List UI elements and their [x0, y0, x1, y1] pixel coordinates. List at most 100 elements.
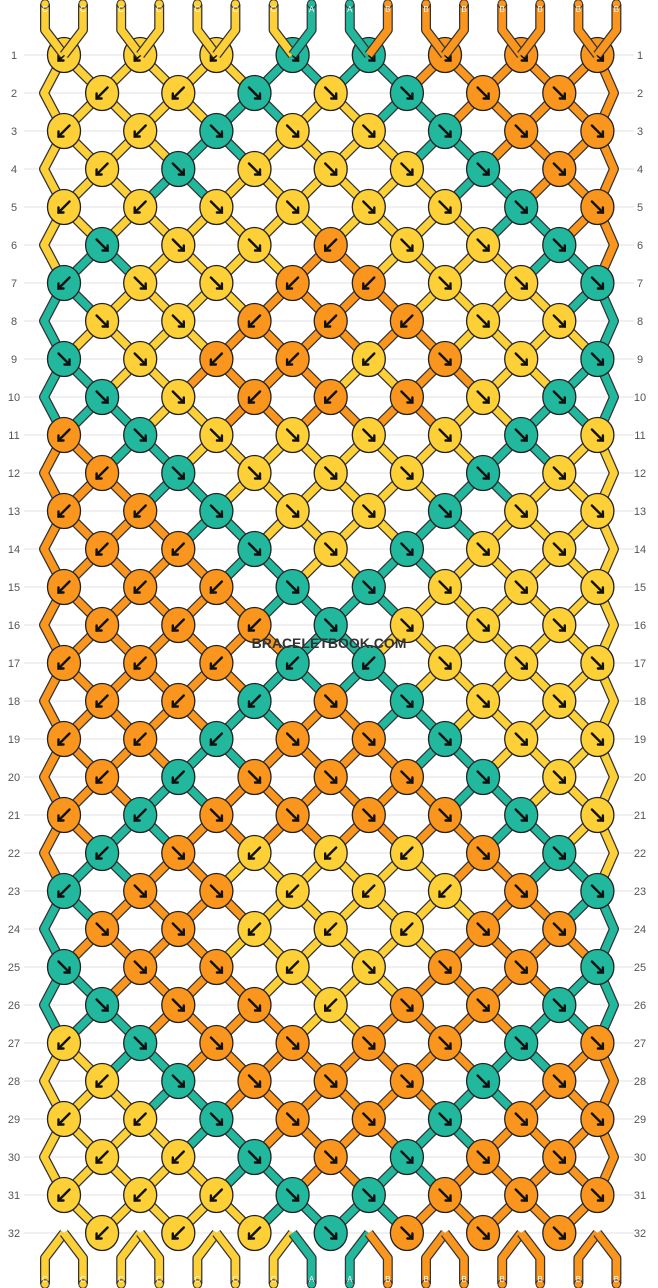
- arrow-head-icon: [558, 624, 566, 632]
- arrow-down-right-icon: [247, 238, 262, 252]
- knot: [580, 492, 615, 530]
- arrow-down-left-icon: [95, 1150, 109, 1164]
- arrow-down-left-icon: [57, 808, 71, 822]
- arrow-head-icon: [95, 168, 103, 176]
- arrow-head-icon: [209, 586, 218, 594]
- arrow-down-left-icon: [171, 86, 186, 100]
- knot: [542, 74, 577, 112]
- arrow-down-left-icon: [133, 1112, 147, 1126]
- knot: [465, 910, 501, 948]
- arrow-down-right-icon: [590, 1036, 605, 1050]
- knot: [351, 1024, 386, 1062]
- knot: [427, 416, 463, 454]
- thread-end: [193, 4, 220, 58]
- arrow-down-right-icon: [400, 618, 414, 632]
- row-number-right: 20: [634, 772, 646, 784]
- arrow-head-icon: [324, 320, 332, 328]
- thread-letter: C: [156, 1275, 162, 1284]
- knot: [351, 112, 386, 150]
- arrow-head-icon: [253, 1004, 262, 1012]
- knot: [389, 986, 425, 1024]
- thread-end: [346, 1230, 372, 1284]
- arrow-head-icon: [95, 624, 103, 632]
- arrow-down-left-icon: [247, 1226, 262, 1240]
- knot: [542, 1062, 577, 1100]
- arrow-down-right-icon: [590, 124, 605, 138]
- knot: [313, 1138, 348, 1176]
- arrow-down-left-icon: [133, 580, 147, 594]
- arrow-head-icon: [520, 662, 528, 670]
- arrow-head-icon: [444, 282, 452, 290]
- arrow-head-icon: [171, 92, 179, 100]
- knot: [465, 682, 501, 720]
- arrow-down-left-icon: [95, 694, 109, 708]
- thread-end: [137, 4, 163, 58]
- row-number-left: 25: [8, 962, 20, 974]
- knot: [465, 834, 501, 872]
- knot: [199, 568, 234, 606]
- knot: [46, 872, 82, 910]
- arrow-head-icon: [57, 738, 65, 746]
- row-number-right: 24: [634, 924, 646, 936]
- knot: [123, 568, 158, 606]
- thread-tip: [383, 1279, 393, 1288]
- knot: [46, 948, 82, 986]
- arrow-down-right-icon: [285, 1112, 300, 1126]
- thread-end: [442, 4, 468, 58]
- knot: [351, 1176, 386, 1214]
- arrow-down-right-icon: [247, 542, 262, 556]
- arrow-head-icon: [444, 814, 452, 822]
- knot: [313, 226, 348, 264]
- thread-tip: [40, 1279, 50, 1288]
- arrow-head-icon: [63, 358, 71, 366]
- arrow-head-icon: [177, 168, 185, 176]
- knot: [313, 378, 348, 416]
- thread-letter: C: [233, 1275, 239, 1284]
- knot: [275, 340, 310, 378]
- knot: [427, 264, 463, 302]
- row-number-left: 28: [8, 1076, 20, 1088]
- knot: [199, 416, 234, 454]
- knot: [275, 416, 310, 454]
- arrow-down-right-icon: [400, 770, 414, 784]
- arrow-head-icon: [324, 928, 332, 936]
- arrow-head-icon: [57, 510, 65, 518]
- knot: [123, 188, 158, 226]
- arrow-down-left-icon: [324, 238, 338, 252]
- row-number-right: 3: [637, 126, 643, 138]
- arrow-head-icon: [57, 586, 65, 594]
- knot: [313, 302, 348, 340]
- arrow-head-icon: [133, 814, 141, 822]
- arrow-head-icon: [482, 396, 490, 404]
- arrow-head-icon: [215, 1118, 224, 1126]
- knot: [542, 302, 577, 340]
- knot: [161, 226, 196, 264]
- arrow-head-icon: [406, 1080, 414, 1088]
- knot: [504, 264, 539, 302]
- arrow-down-right-icon: [247, 86, 262, 100]
- arrow-head-icon: [406, 92, 414, 100]
- thread-letter: B: [500, 1275, 505, 1284]
- arrow-down-left-icon: [57, 732, 71, 746]
- thread-end: [498, 1230, 525, 1284]
- knot: [237, 682, 272, 720]
- arrow-head-icon: [133, 130, 141, 138]
- arrow-down-right-icon: [171, 466, 186, 480]
- arrow-down-right-icon: [438, 352, 452, 366]
- arrow-head-icon: [520, 54, 528, 62]
- knot: [580, 264, 615, 302]
- knot: [427, 796, 463, 834]
- arrow-down-left-icon: [247, 694, 262, 708]
- arrow-head-icon: [444, 510, 452, 518]
- arrow-head-icon: [400, 928, 408, 936]
- arrow-down-left-icon: [95, 162, 109, 176]
- knot: [504, 796, 539, 834]
- thread-letter: B: [385, 5, 390, 14]
- thread-tip: [611, 1279, 622, 1288]
- arrow-down-right-icon: [552, 770, 566, 784]
- arrow-head-icon: [57, 1118, 65, 1126]
- arrow-down-left-icon: [95, 542, 109, 556]
- arrow-down-right-icon: [209, 124, 224, 138]
- row-number-left: 24: [8, 924, 20, 936]
